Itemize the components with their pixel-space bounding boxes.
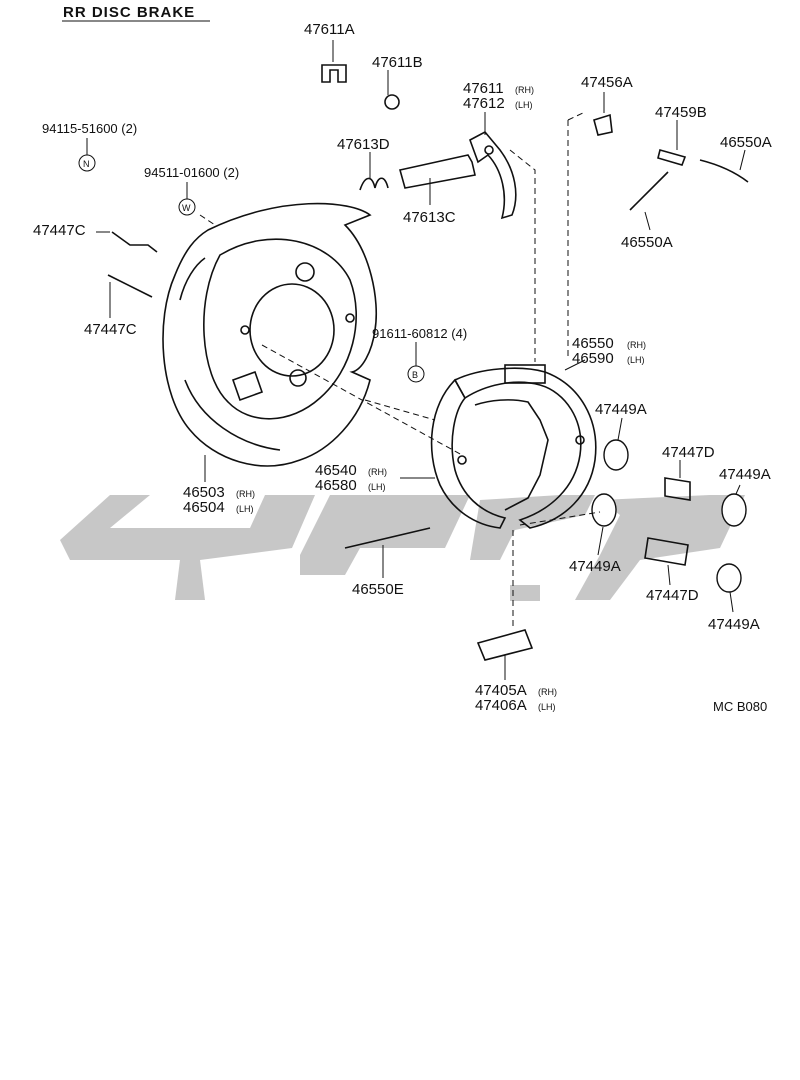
adjuster-47459B (657, 149, 687, 166)
label-47449A-4: 47449A (708, 616, 760, 633)
label-47447D-bottom: 47447D (646, 587, 699, 604)
pin-47447C-top (111, 231, 158, 253)
symbol-n: N (78, 154, 96, 172)
pin-47447C-bottom (107, 274, 153, 298)
watermark-logo (60, 495, 745, 601)
label-47405A: 47405A (475, 682, 527, 699)
label-91611: 91611-60812 (4) (372, 326, 467, 341)
label-47406A: 47406A (475, 697, 527, 714)
footer-code: MC B080 (713, 699, 767, 714)
label-47449A-3: 47449A (569, 558, 621, 575)
svg-text:W: W (182, 203, 191, 213)
label-47613C: 47613C (403, 209, 456, 226)
label-47447C-bottom: 47447C (84, 321, 137, 338)
label-46540-rh: (RH) (368, 467, 387, 477)
part-labels: 47611A 47611B 47611 (RH) 47612 (LH) 4745… (33, 21, 772, 714)
label-46550E: 46550E (352, 581, 404, 598)
washer-47449A-1 (603, 439, 629, 471)
label-46580: 46580 (315, 477, 357, 494)
assembly-dashed-lines (199, 111, 601, 630)
label-47447C-top: 47447C (33, 222, 86, 239)
spring-47447D-top (664, 477, 691, 501)
spring-46550A-mid (629, 171, 669, 211)
spring-46550E (344, 527, 431, 549)
lever-47611 (469, 130, 517, 220)
label-94115: 94115-51600 (2) (42, 121, 137, 136)
label-47611: 47611 (463, 80, 504, 97)
label-47611A: 47611A (304, 21, 355, 38)
label-46550: 46550 (572, 335, 614, 352)
label-47405A-rh: (RH) (538, 687, 557, 697)
label-47456A: 47456A (581, 74, 633, 91)
label-46504: 46504 (183, 499, 225, 516)
label-47611-rh: (RH) (515, 85, 534, 95)
label-47612-lh: (LH) (515, 100, 533, 110)
spring-46550A-top (699, 159, 749, 183)
plate-47456A (593, 113, 613, 136)
washer-47449A-4 (716, 563, 742, 593)
label-47447D-top: 47447D (662, 444, 715, 461)
label-46504-lh: (LH) (236, 504, 254, 514)
diagram-title: RR DISC BRAKE (63, 4, 195, 21)
label-46503-rh: (RH) (236, 489, 255, 499)
label-47611B: 47611B (372, 54, 423, 71)
spring-47447D-bottom (644, 537, 689, 566)
washer-47449A-2 (721, 493, 747, 527)
leader-lines (86, 40, 746, 680)
brake-shoe-46540 (430, 364, 597, 529)
strut-47613C (359, 154, 476, 191)
label-94511: 94511-01600 (2) (144, 165, 239, 180)
symbol-w: W (178, 198, 196, 216)
backing-plate-46503 (162, 202, 378, 467)
cylinder-47405A (476, 629, 534, 661)
label-47449A-2: 47449A (719, 466, 771, 483)
svg-text:N: N (83, 159, 90, 169)
label-46540: 46540 (315, 462, 357, 479)
svg-text:B: B (412, 370, 418, 380)
label-46550A-top: 46550A (720, 134, 772, 151)
label-46590-lh: (LH) (627, 355, 645, 365)
label-46550-rh: (RH) (627, 340, 646, 350)
washer-47611B (384, 94, 400, 110)
label-47449A-1: 47449A (595, 401, 647, 418)
label-47613D: 47613D (337, 136, 390, 153)
label-46550A-mid: 46550A (621, 234, 673, 251)
label-47612: 47612 (463, 95, 505, 112)
label-47459B: 47459B (655, 104, 707, 121)
washer-47449A-3 (591, 493, 617, 527)
symbol-b: B (407, 365, 425, 383)
label-46580-lh: (LH) (368, 482, 386, 492)
label-46590: 46590 (572, 350, 614, 367)
label-46503: 46503 (183, 484, 225, 501)
label-47406A-lh: (LH) (538, 702, 556, 712)
clip-47611A (321, 64, 347, 83)
